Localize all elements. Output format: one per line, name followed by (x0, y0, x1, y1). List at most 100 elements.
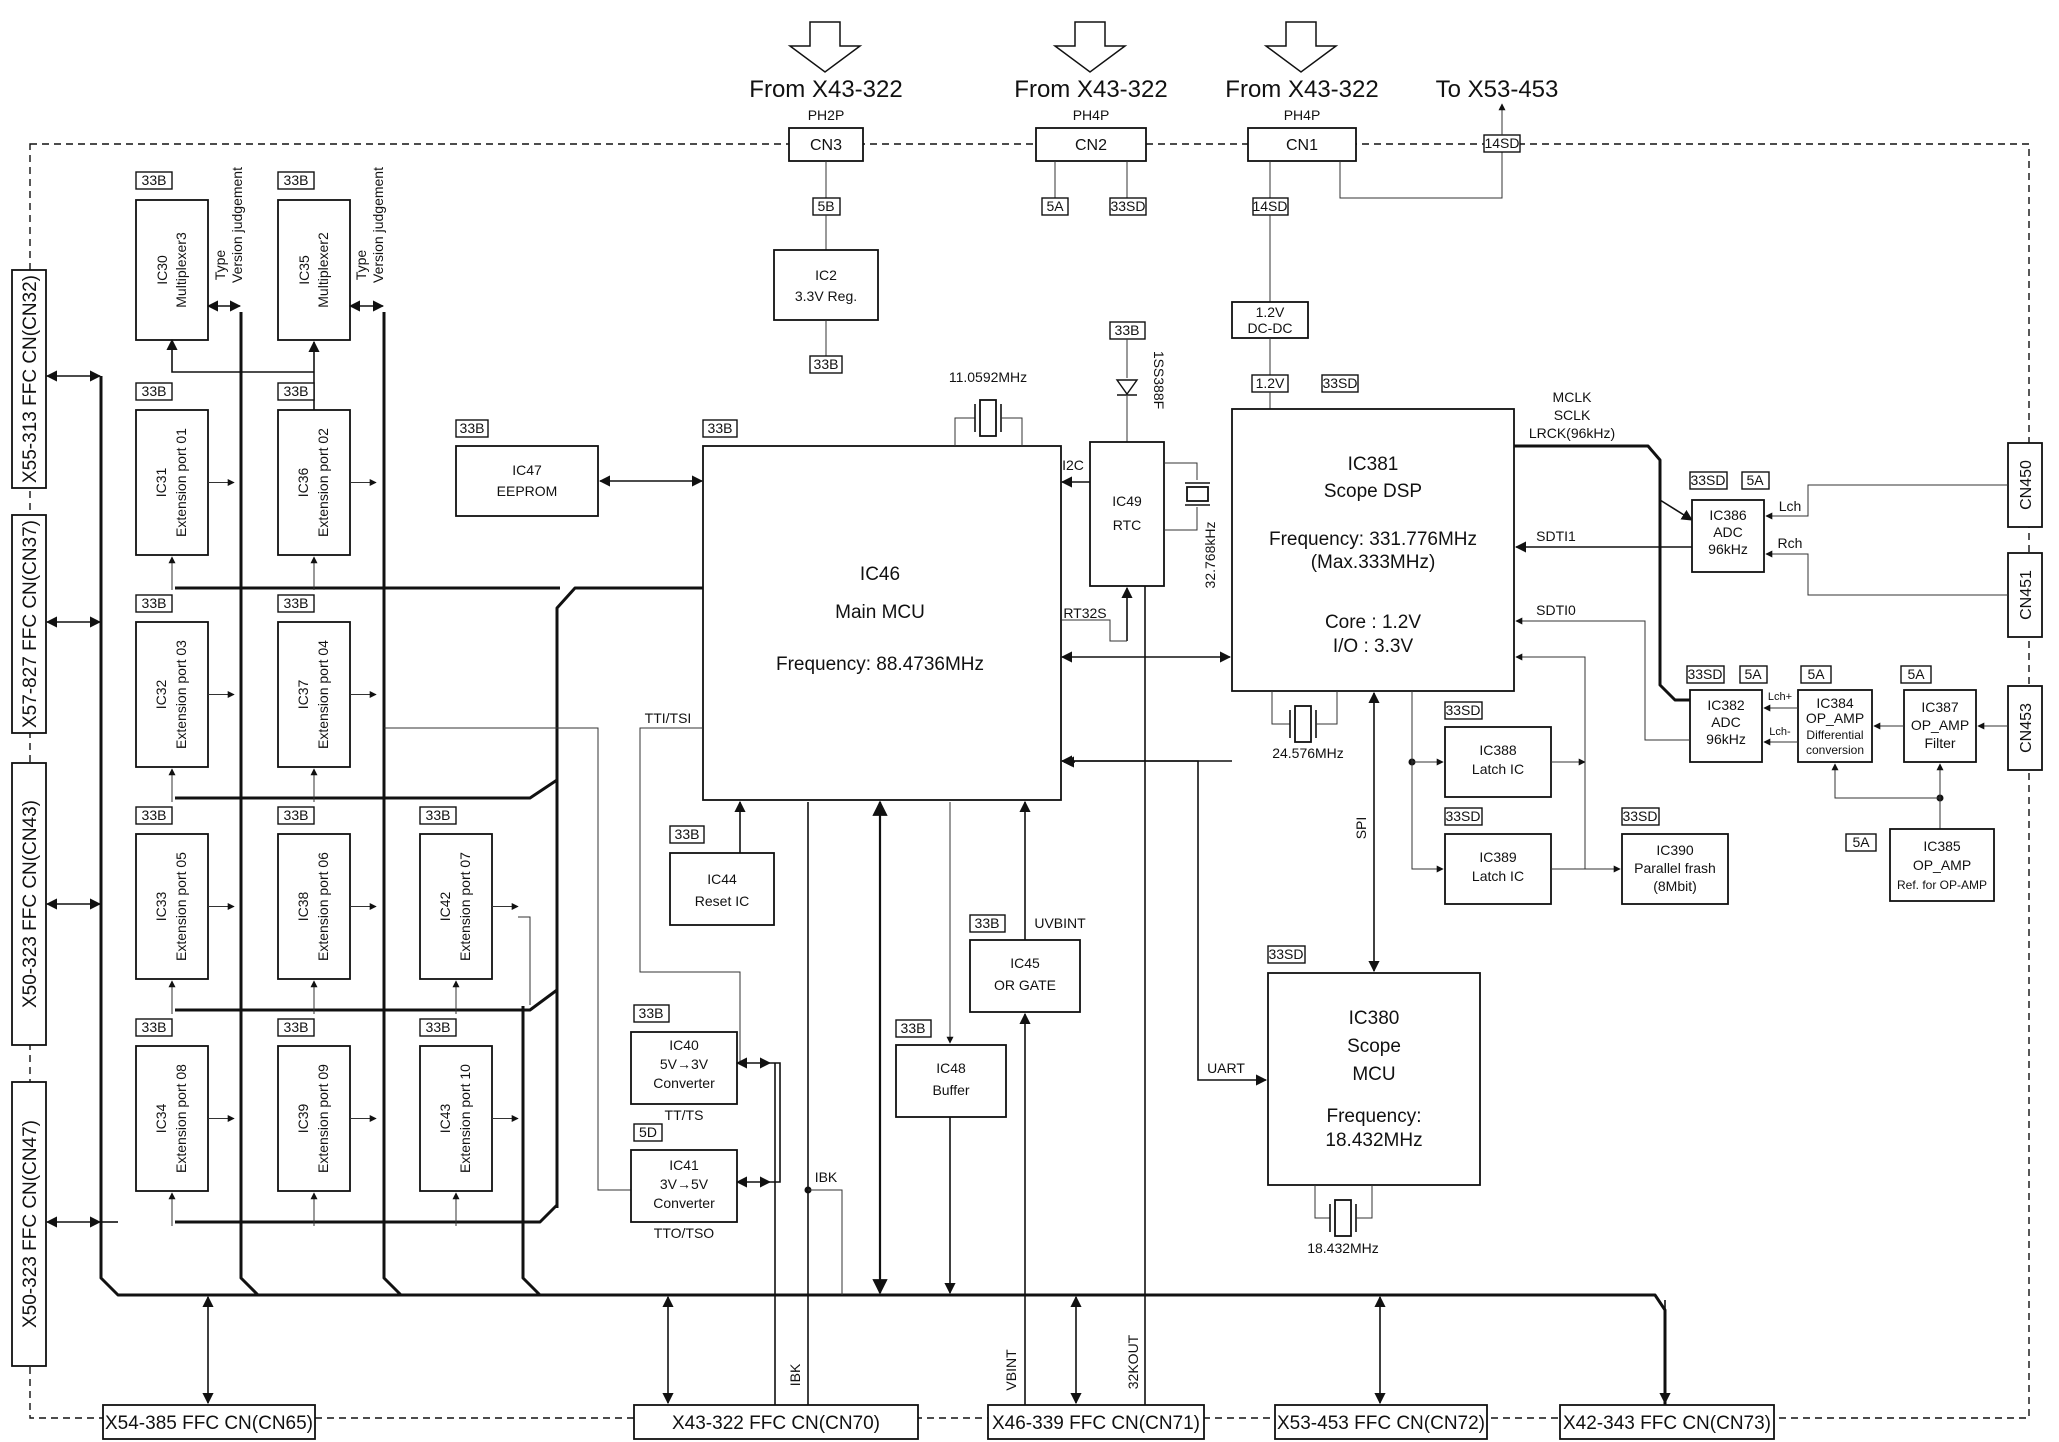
tag-33b-ic30-label: 33B (142, 172, 167, 188)
ic46-freq: Frequency: 88.4736MHz (776, 654, 984, 675)
lch-label: Lch (1779, 498, 1802, 514)
sdti1-label: SDTI1 (1536, 528, 1576, 544)
ic384-block (1797, 689, 1873, 763)
ic38-name: IC38 (295, 892, 311, 922)
tag-33b-ic47-label: 33B (460, 420, 485, 436)
tag-5a-ic387-label: 5A (1907, 666, 1925, 682)
ic46-desc: Main MCU (835, 602, 925, 623)
tag-33b-ic44 (669, 825, 705, 844)
from-x43-322-cn2: From X43-322 (1014, 76, 1167, 103)
ic34-name: IC34 (153, 1104, 169, 1134)
ic45-desc: OR GATE (994, 977, 1056, 993)
cn451-label: CN451 (2018, 570, 2035, 620)
ic380-desc2: MCU (1352, 1064, 1395, 1085)
tag-33b-ic37-label: 33B (284, 595, 309, 611)
ic2-name: IC2 (815, 267, 837, 283)
tag-33sd-ic380 (1267, 945, 1306, 964)
tag-33sd-dsp-label: 33SD (1322, 375, 1357, 391)
incoming-arrow-icon (787, 21, 1339, 73)
ic38-block (277, 833, 351, 980)
ic35-version: Version judgement (370, 167, 386, 283)
ic380-freq2: 18.432MHz (1325, 1130, 1422, 1151)
tag-33b-ic36-label: 33B (284, 383, 309, 399)
tag-33b-ic33 (135, 806, 173, 825)
tag-33b-ic34-label: 33B (142, 1019, 167, 1035)
tag-33b-ic38-label: 33B (284, 807, 309, 823)
uvbint-label: UVBINT (1034, 915, 1086, 931)
ic390-desc2: (8Mbit) (1653, 878, 1697, 894)
spi-label: SPI (1353, 817, 1369, 840)
ic385-desc: OP_AMP (1913, 857, 1971, 873)
tag-33b-ic35 (277, 171, 315, 190)
ic34-desc: Extension port 08 (173, 1064, 189, 1173)
ic42-name: IC42 (437, 892, 453, 922)
tag-5d-ic41 (633, 1123, 663, 1142)
tag-5a-ic386-label: 5A (1746, 472, 1764, 488)
tag-33b-ic46 (702, 419, 738, 438)
ic40-desc: 5V→3V (660, 1056, 709, 1072)
ic42-block (419, 833, 493, 980)
ic387-name: IC387 (1921, 699, 1959, 715)
tag-5a-label: 5A (1046, 198, 1064, 214)
lrck-label: LRCK(96kHz) (1529, 425, 1615, 441)
ic385-name: IC385 (1923, 838, 1961, 854)
crystal-rtc-icon (1164, 462, 1210, 531)
tag-33b-ic48 (895, 1019, 932, 1038)
ic44-desc: Reset IC (695, 893, 749, 909)
ic41-name: IC41 (669, 1157, 699, 1173)
ffc-cn71 (987, 1404, 1205, 1440)
tag-33b-ic39 (277, 1018, 315, 1037)
ic384-name: IC384 (1816, 695, 1854, 711)
tag-5a-ic387 (1900, 665, 1932, 684)
ic48-desc: Buffer (932, 1082, 969, 1098)
ic42-desc: Extension port 07 (457, 852, 473, 961)
tag-33b (809, 355, 843, 374)
ic30-name: IC30 (154, 255, 170, 285)
diode-icon (1115, 379, 1139, 396)
ic37-block (277, 621, 351, 768)
ic386-desc: ADC (1713, 524, 1743, 540)
ic49-name: IC49 (1112, 493, 1142, 509)
ic45-name: IC45 (1010, 955, 1040, 971)
ic47-block (455, 445, 599, 517)
ic380-block (1267, 972, 1481, 1186)
ic31-block (135, 409, 209, 556)
ic384-desc3: conversion (1806, 743, 1864, 757)
cn451-connector (2007, 552, 2043, 638)
cn3-label: CN3 (810, 137, 842, 154)
ic49-block (1089, 441, 1165, 587)
tto-tso-label: TTO/TSO (654, 1225, 715, 1241)
to-x53-453: To X53-453 (1436, 76, 1559, 103)
lchp-label: Lch+ (1768, 691, 1792, 703)
tag-5a-ic384-label: 5A (1807, 666, 1825, 682)
tag-33sd-ic388-label: 33SD (1445, 702, 1480, 718)
bottom-ffc-connectors: X54-385 FFC CN(CN65) X43-322 FFC CN(CN70… (102, 1404, 1775, 1440)
ic386-rate: 96kHz (1708, 541, 1748, 557)
tag-33sd-ic386 (1689, 471, 1728, 490)
tag-33b-ic35-label: 33B (284, 172, 309, 188)
ffc-cn32-label: X55-313 FFC CN(CN32) (20, 275, 41, 483)
ic40-block (630, 1031, 738, 1105)
dcdc-block (1231, 301, 1309, 339)
tag-33b-ic32-label: 33B (142, 595, 167, 611)
tag-14sd-out-label: 14SD (1484, 135, 1519, 151)
ic47-name: IC47 (512, 462, 542, 478)
ic36-name: IC36 (295, 468, 311, 498)
tag-33b-ic44-label: 33B (675, 826, 700, 842)
sdti0-label: SDTI0 (1536, 602, 1576, 618)
rt32s-label: RT32S (1063, 605, 1106, 621)
tag-33b-ic31 (135, 382, 173, 401)
tag-33b-label: 33B (814, 356, 839, 372)
crystal-scope-icon (1314, 1185, 1373, 1237)
ffc-cn72-label: X53-453 FFC CN(CN72) (1277, 1413, 1485, 1434)
tag-5d-ic41-label: 5D (639, 1124, 657, 1140)
ic34-block (135, 1045, 209, 1192)
tag-5a-ic384 (1800, 665, 1832, 684)
tag-33b-ic45-label: 33B (975, 915, 1000, 931)
ffc-cn65 (102, 1404, 316, 1440)
tag-33b-ic31-label: 33B (142, 383, 167, 399)
tag-33b-ic38 (277, 806, 315, 825)
ic384-desc2: Differential (1806, 728, 1863, 742)
ic41-block (630, 1149, 738, 1223)
